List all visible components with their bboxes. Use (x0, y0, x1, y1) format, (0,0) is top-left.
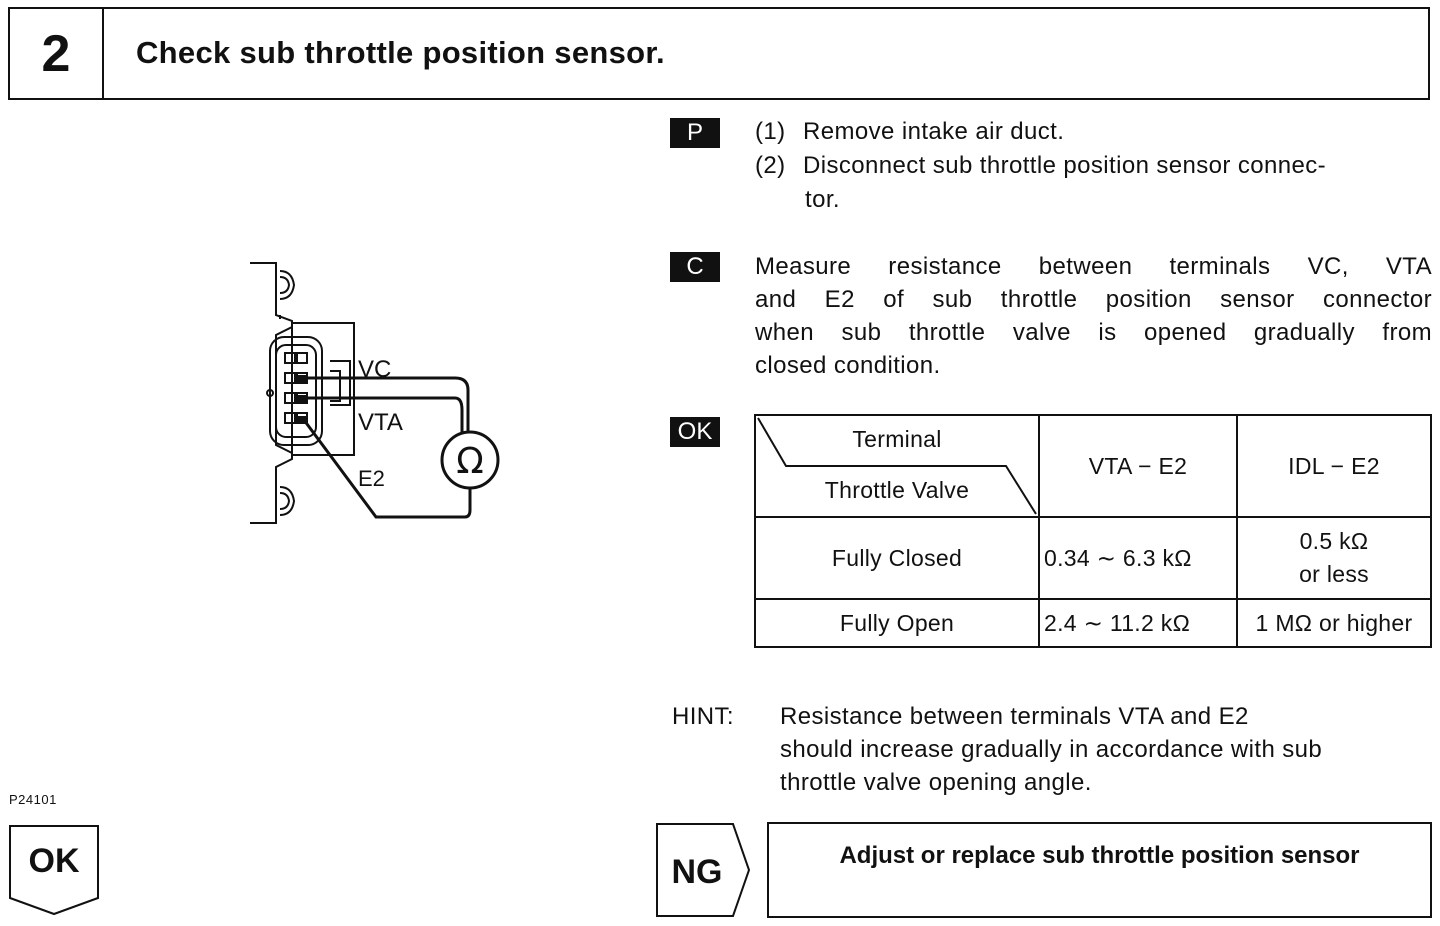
ok-result-label: OK (28, 841, 80, 880)
check-line: and E2 of sub throttle position sensor c… (755, 286, 1432, 313)
connector-diagram: VC VTA E2 Ω (250, 262, 500, 524)
terminal-label-vta: VTA (358, 409, 403, 436)
ok-tag: OK (670, 417, 720, 447)
check-instructions: Measure resistance between terminals VC,… (755, 250, 1432, 382)
step-header: 2 Check sub throttle position sensor. (8, 7, 1430, 100)
ng-action-box: Adjust or replace sub throttle position … (767, 822, 1432, 918)
cell-vta: 0.34 ∼ 6.3 kΩ (1038, 516, 1238, 600)
ng-result-shape (656, 823, 751, 917)
procedure-step-2: (2) Disconnect sub throttle position sens… (755, 149, 1326, 182)
cell-idl: 1 MΩ or higher (1236, 598, 1432, 648)
figure-code: P24101 (9, 792, 57, 807)
ng-action-text: Adjust or replace sub throttle position … (839, 842, 1360, 869)
ng-result-label: NG (671, 852, 723, 891)
step-title: Check sub throttle position sensor. (136, 35, 665, 70)
check-line: Measure resistance between terminals VC,… (755, 253, 1432, 280)
header-throttle-valve: Throttle Valve (824, 477, 970, 503)
cell-vta: 2.4 ∼ 11.2 kΩ (1038, 598, 1238, 648)
terminal-label-vc: VC (358, 356, 391, 383)
table-row: Fully Open 2.4 ∼ 11.2 kΩ 1 MΩ or higher (754, 598, 1432, 648)
step-2-continuation: tor. (805, 186, 840, 213)
step-1-text: Remove intake air duct. (803, 118, 1065, 145)
step-2-text: Disconnect sub throttle position sensor … (803, 152, 1327, 179)
cell-idl-line: 0.5 kΩ (1299, 528, 1369, 554)
step-2-number: (2) (755, 152, 786, 179)
row-label: Fully Open (754, 598, 1040, 648)
hint-line: Resistance between terminals VTA and E2 (780, 703, 1249, 730)
hint-text: Resistance between terminals VTA and E2 … (780, 700, 1432, 799)
resistance-spec-table: Terminal Throttle Valve VTA − E2 IDL − E… (754, 414, 1432, 648)
header-idl-e2: IDL − E2 (1236, 414, 1432, 518)
hint-line: should increase gradually in accordance … (780, 736, 1323, 763)
procedure-tag: P (670, 118, 720, 148)
step-number: 2 (10, 9, 104, 98)
hint-label: HINT: (672, 703, 734, 730)
check-tag: C (670, 252, 720, 282)
check-line: when sub throttle valve is opened gradua… (755, 319, 1432, 346)
table-corner-header: Terminal Throttle Valve (754, 414, 1040, 518)
header-terminal: Terminal (852, 426, 942, 452)
header-vta-e2: VTA − E2 (1038, 414, 1238, 518)
hint-line: throttle valve opening angle. (780, 769, 1092, 796)
table-row: Fully Closed 0.34 ∼ 6.3 kΩ 0.5 kΩ or les… (754, 516, 1432, 600)
cell-idl-line: or less (1299, 561, 1369, 587)
ok-result-shape (9, 825, 99, 916)
step-1-number: (1) (755, 118, 786, 145)
table-header-row: Terminal Throttle Valve VTA − E2 IDL − E… (754, 414, 1432, 518)
ohmmeter-symbol: Ω (456, 441, 484, 482)
procedure-step-1: (1) Remove intake air duct. (755, 115, 1064, 148)
cell-idl: 0.5 kΩ or less (1236, 516, 1432, 600)
row-label: Fully Closed (754, 516, 1040, 600)
terminal-label-e2: E2 (358, 466, 385, 491)
check-line: closed condition. (755, 352, 941, 379)
